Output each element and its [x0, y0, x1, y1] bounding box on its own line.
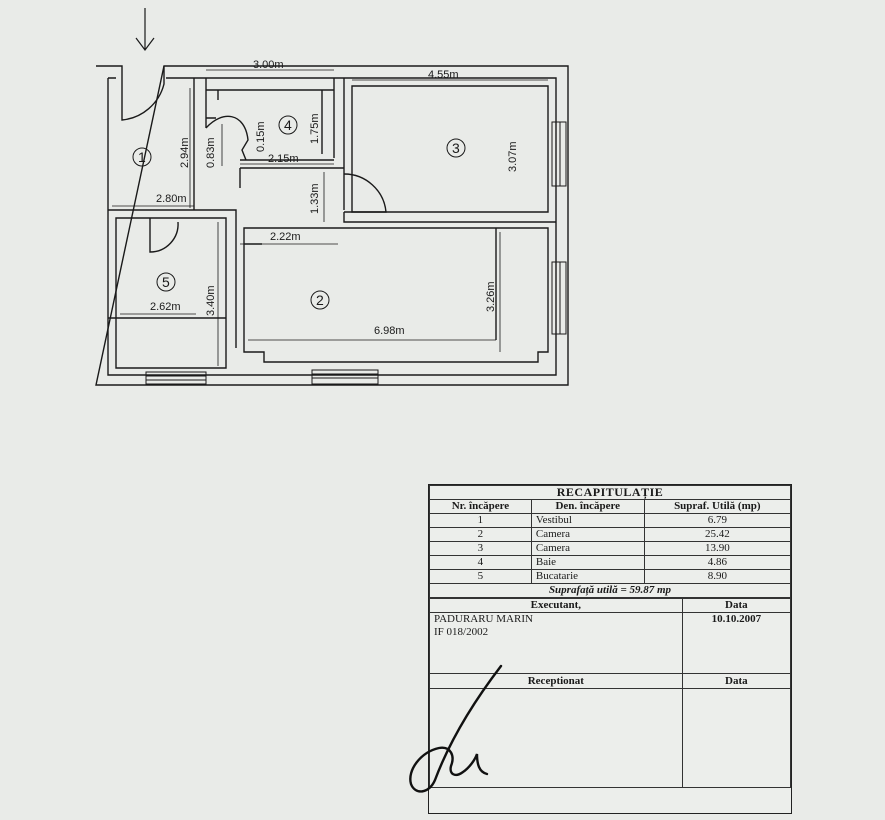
dim-label: 6.98m	[374, 325, 405, 337]
room-2-top	[244, 228, 497, 340]
table-row: 2 Camera 25.42	[429, 527, 792, 542]
row-name: Vestibul	[530, 513, 645, 528]
dim-label: 3.40m	[205, 285, 217, 316]
dim-label: 2.94m	[179, 137, 191, 168]
signature-icon	[409, 664, 503, 793]
row-area: 4.86	[643, 555, 792, 570]
room-number: 5	[162, 274, 170, 290]
floor-plan: 3.00m 4.55m 2.94m 0.83m 0.15m 1.75m 3.07…	[95, 8, 569, 386]
row-name: Bucatarie	[530, 569, 645, 584]
row-name: Baie	[530, 555, 645, 570]
bath-door	[205, 115, 249, 161]
row-area: 25.42	[643, 527, 792, 542]
total-area: Suprafață utilă = 59.87 mp	[429, 583, 791, 598]
recap-table: RECAPITULAȚIE Nr. încăpere Den. încăpere…	[428, 484, 792, 814]
window-room-5	[145, 371, 207, 385]
dim-label: 3.00m	[253, 59, 284, 71]
row-area: 8.90	[643, 569, 792, 584]
room-2-walls	[243, 227, 549, 363]
row-number: 4	[429, 555, 532, 570]
table-row: 5 Bucatarie 8.90	[429, 569, 792, 584]
executant-name: PADURARU MARIN	[434, 613, 533, 625]
dim-label: 4.55m	[428, 69, 459, 81]
window-room-3	[551, 121, 567, 187]
wall-1-4	[193, 78, 207, 210]
dim-label: 3.07m	[507, 141, 519, 172]
header-area: Supraf. Utilă (mp)	[643, 499, 792, 514]
table-row: 4 Baie 4.86	[429, 555, 792, 570]
row-number: 5	[429, 569, 532, 584]
room-3-walls	[351, 85, 549, 213]
dim-label: 1.33m	[309, 183, 321, 214]
dim-label: 0.15m	[255, 121, 267, 152]
room-3-door	[343, 173, 387, 213]
window-room-2-bottom	[311, 369, 379, 385]
recap-title: RECAPITULAȚIE	[429, 485, 791, 500]
dim-label: 2.62m	[150, 301, 181, 313]
room-number: 4	[284, 117, 292, 133]
window-room-2	[551, 261, 567, 335]
room-4-inner	[217, 90, 323, 154]
room-number: 1	[138, 149, 146, 165]
room-5-door	[149, 218, 179, 253]
date-label: Data	[681, 598, 792, 613]
table-row: 1 Vestibul 6.79	[429, 513, 792, 528]
dim-label: 2.15m	[268, 153, 299, 165]
row-area: 6.79	[643, 513, 792, 528]
room-number: 2	[316, 292, 324, 308]
executant-id: IF 018/2002	[434, 626, 489, 638]
dim-label: 3.26m	[485, 281, 497, 312]
table-row: 3 Camera 13.90	[429, 541, 792, 556]
header-room-name: Den. încăpere	[530, 499, 645, 514]
row-number: 1	[429, 513, 532, 528]
inner-outline	[107, 77, 557, 376]
date-label-2: Data	[681, 673, 792, 689]
dim-label: 1.75m	[309, 113, 321, 144]
row-name: Camera	[530, 527, 645, 542]
outer-wall	[95, 65, 569, 386]
room-number: 3	[452, 140, 460, 156]
entry-door	[121, 66, 165, 121]
row-name: Camera	[530, 541, 645, 556]
dim-label: 0.83m	[205, 137, 217, 168]
entry-arrow-icon	[135, 8, 155, 51]
dim-label: 2.22m	[270, 231, 301, 243]
header-room-number: Nr. încăpere	[429, 499, 532, 514]
row-number: 2	[429, 527, 532, 542]
room-4-walls	[206, 78, 345, 210]
corridor-wall	[108, 168, 556, 348]
executant-label: Executant,	[429, 598, 683, 613]
dim-label: 2.80m	[156, 193, 187, 205]
executant-date: 10.10.2007	[681, 612, 792, 674]
row-area: 13.90	[643, 541, 792, 556]
row-number: 3	[429, 541, 532, 556]
